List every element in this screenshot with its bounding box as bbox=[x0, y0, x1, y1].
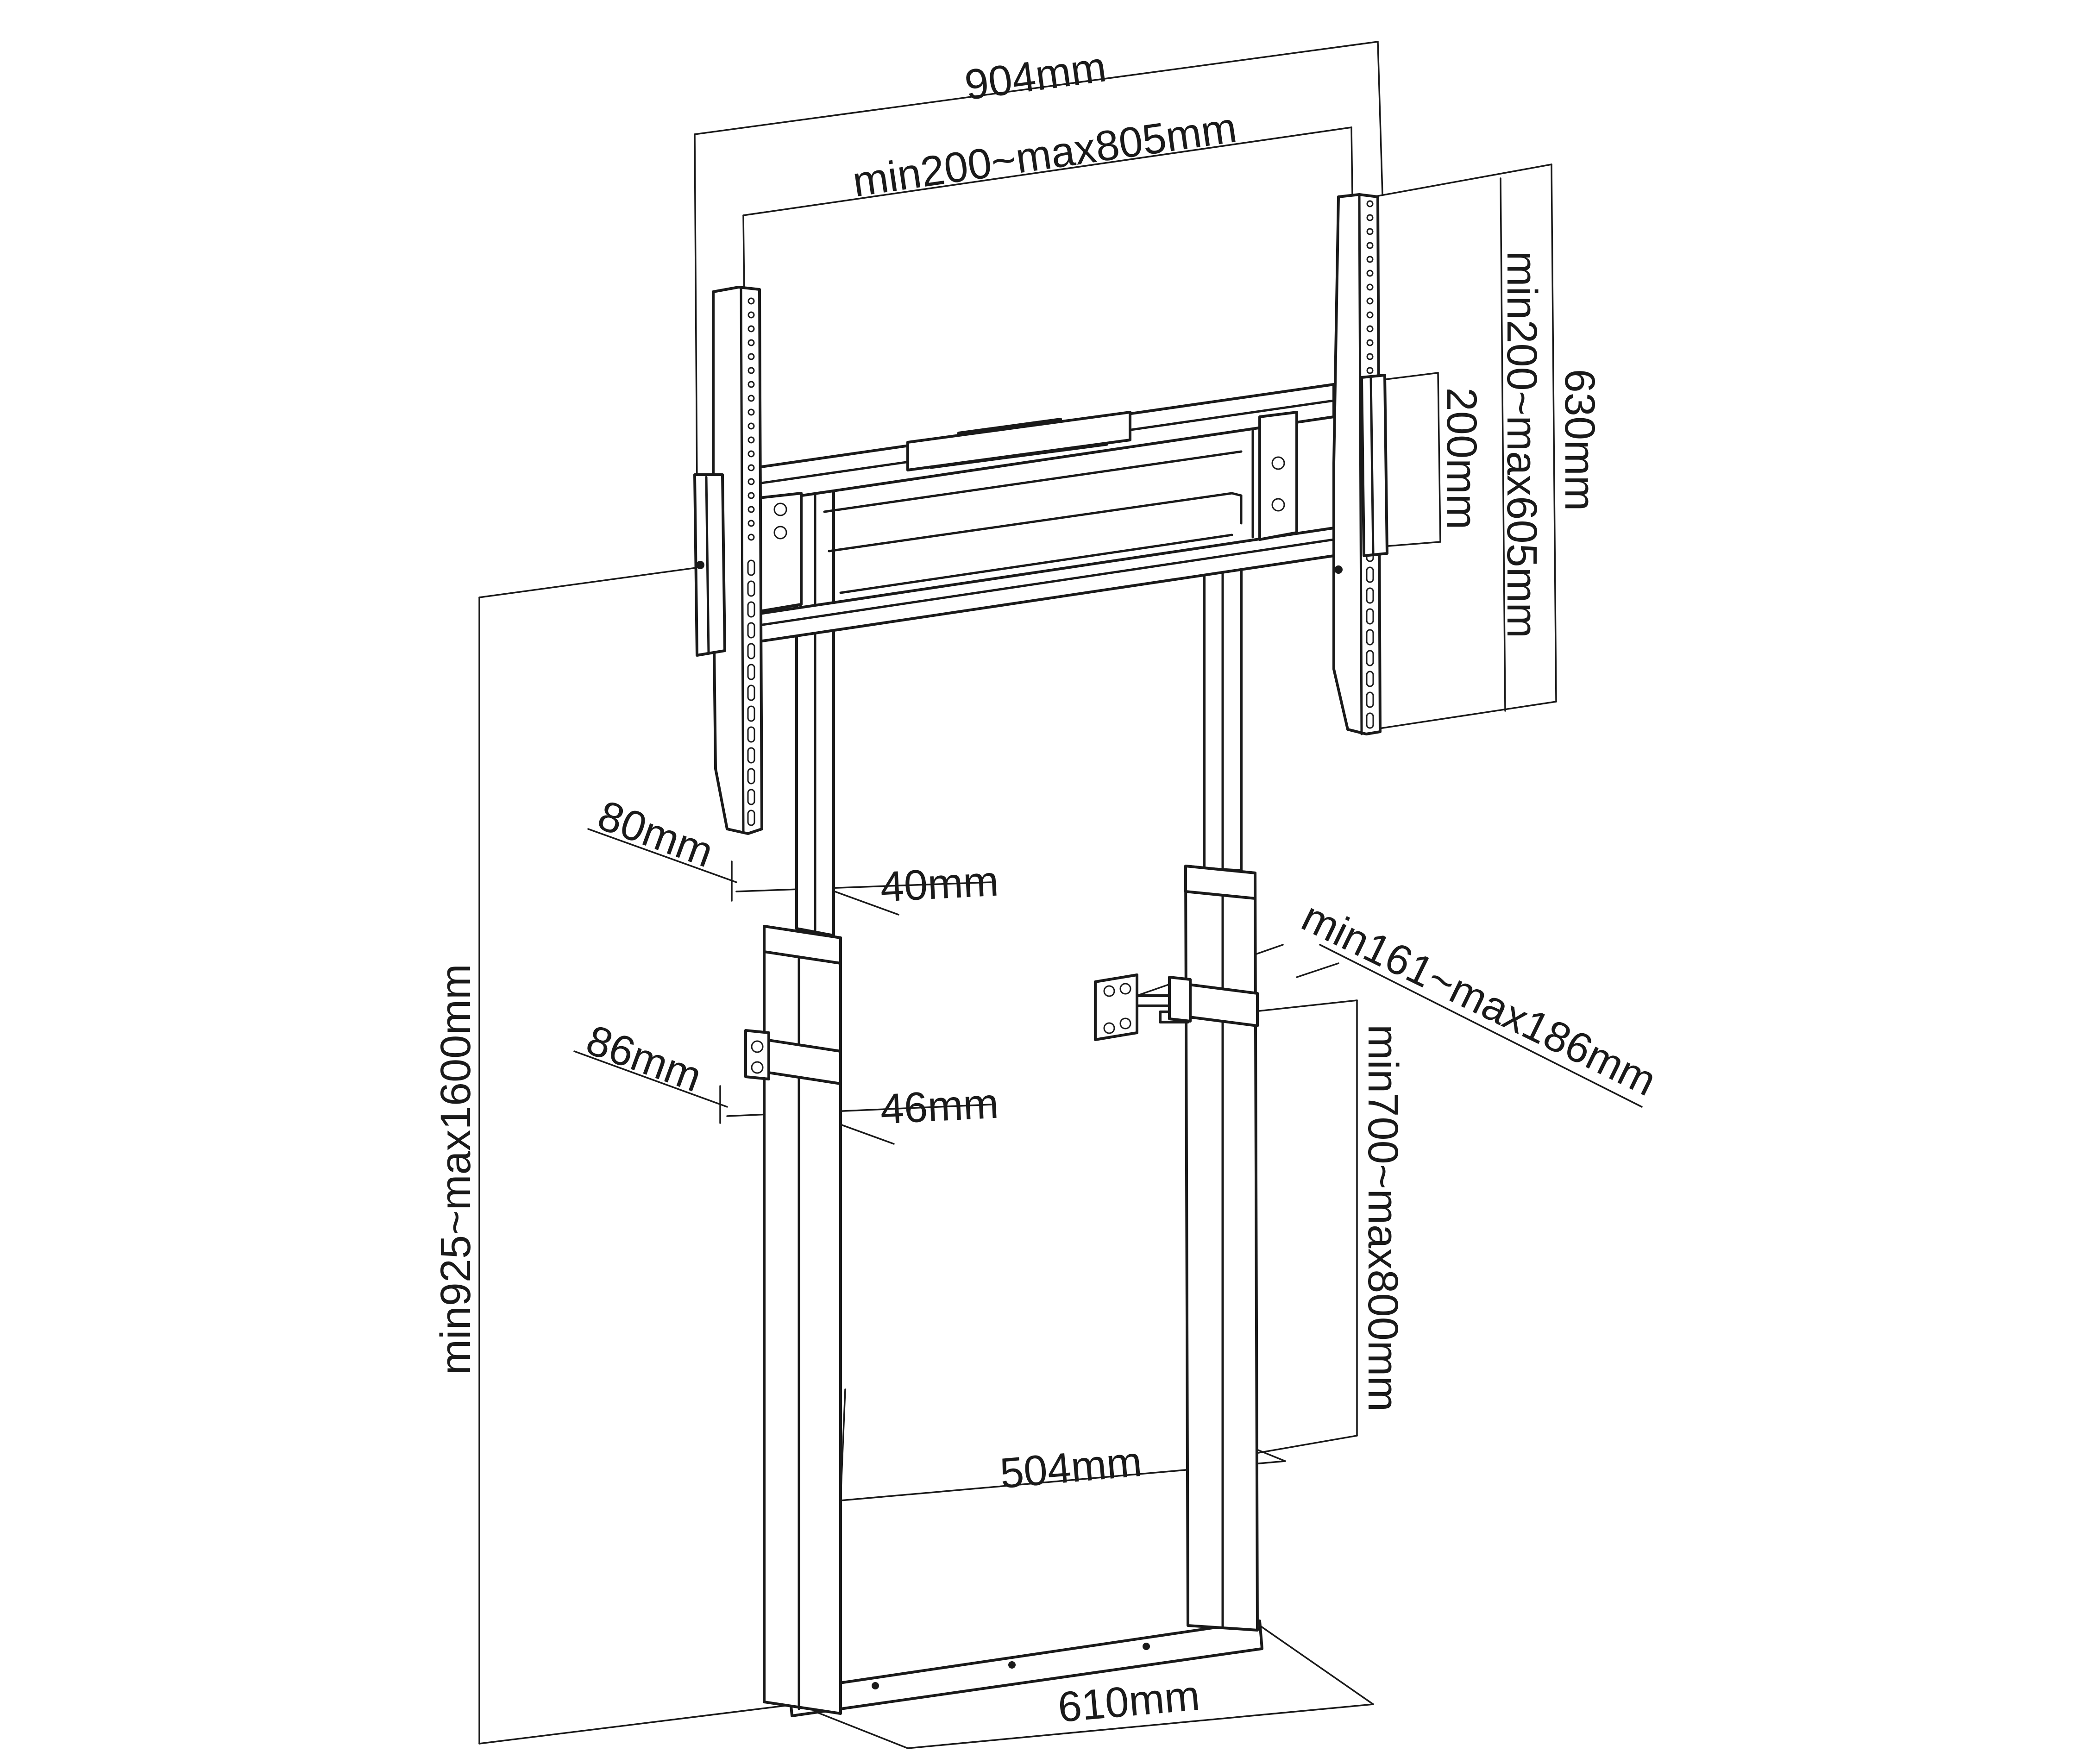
vesa-hole bbox=[1366, 200, 1374, 207]
vesa-hole bbox=[747, 381, 755, 388]
vesa-hole bbox=[1366, 325, 1374, 333]
vesa-slot bbox=[747, 747, 755, 764]
label-86mm: 86mm bbox=[580, 1016, 708, 1101]
bottom-crossbar bbox=[758, 527, 1335, 643]
vesa-slot bbox=[1366, 566, 1374, 583]
label-vesa-height: min200~max605mm bbox=[1498, 251, 1545, 638]
left-spacer-block bbox=[693, 473, 726, 657]
right-frame-plate bbox=[1258, 411, 1298, 541]
vesa-hole bbox=[747, 339, 755, 346]
vesa-slot bbox=[747, 559, 755, 576]
vesa-hole bbox=[1366, 339, 1374, 346]
right-vesa-arm bbox=[1332, 193, 1388, 735]
wall-bracket-plate bbox=[1094, 973, 1138, 1041]
vesa-hole bbox=[747, 311, 755, 319]
vesa-hole bbox=[747, 450, 755, 458]
label-bracket-height: min700~max800mm bbox=[1359, 1024, 1407, 1412]
vesa-slot bbox=[747, 705, 755, 722]
label-80mm: 80mm bbox=[592, 791, 719, 876]
vesa-slot bbox=[1366, 712, 1374, 729]
vesa-hole bbox=[1366, 283, 1374, 291]
right-collar bbox=[1184, 865, 1256, 900]
vesa-hole bbox=[1366, 367, 1374, 374]
vesa-hole bbox=[1366, 297, 1374, 305]
right-spacer-block bbox=[1360, 374, 1388, 557]
vesa-hole bbox=[747, 297, 755, 305]
tv-bracket-frame bbox=[754, 383, 1335, 643]
label-bracket-depth: min161~max186mm bbox=[1295, 893, 1664, 1105]
vesa-hole bbox=[747, 436, 755, 444]
vesa-hole bbox=[747, 534, 755, 541]
label-vesa-width: min200~max805mm bbox=[850, 104, 1240, 206]
left-collar bbox=[763, 925, 842, 965]
vesa-slot bbox=[747, 622, 755, 639]
floor-stand bbox=[744, 462, 1263, 1717]
vesa-slot bbox=[747, 580, 755, 597]
vesa-slot bbox=[1366, 629, 1374, 646]
dimension-labels: 904mm min200~max805mm 630mm min200~max60… bbox=[432, 43, 1664, 1731]
vesa-hole bbox=[747, 520, 755, 527]
vesa-slot bbox=[1366, 691, 1374, 708]
vesa-hole bbox=[1366, 270, 1374, 277]
vesa-slot bbox=[1366, 608, 1374, 625]
vesa-slot bbox=[747, 789, 755, 805]
vesa-hole bbox=[1366, 311, 1374, 319]
label-200mm: 200mm bbox=[1438, 388, 1485, 530]
vesa-hole bbox=[1366, 353, 1374, 360]
vesa-hole bbox=[747, 464, 755, 471]
label-40mm: 40mm bbox=[879, 857, 1000, 910]
vesa-hole bbox=[1366, 214, 1374, 221]
left-vesa-arm bbox=[693, 286, 763, 835]
vesa-hole bbox=[1366, 242, 1374, 249]
vesa-hole bbox=[747, 492, 755, 499]
vesa-hole bbox=[1366, 256, 1374, 263]
vesa-slot bbox=[747, 684, 755, 701]
label-overall-height: min925~max1600mm bbox=[432, 964, 479, 1375]
vesa-hole bbox=[747, 422, 755, 430]
vesa-slot bbox=[747, 810, 755, 826]
vesa-slot bbox=[1366, 650, 1374, 666]
label-46mm: 46mm bbox=[879, 1080, 1000, 1133]
vesa-slot bbox=[747, 643, 755, 659]
vesa-slot bbox=[747, 726, 755, 743]
vesa-slot bbox=[747, 664, 755, 680]
vesa-hole bbox=[747, 478, 755, 485]
vesa-hole bbox=[747, 367, 755, 374]
vesa-slot bbox=[747, 601, 755, 618]
vesa-slot bbox=[747, 768, 755, 785]
vesa-slot bbox=[1366, 587, 1374, 604]
vesa-slot bbox=[1366, 671, 1374, 687]
vesa-hole bbox=[1366, 228, 1374, 235]
vesa-hole bbox=[747, 506, 755, 513]
vesa-hole bbox=[747, 353, 755, 360]
vesa-hole bbox=[747, 325, 755, 333]
label-504mm: 504mm bbox=[998, 1438, 1144, 1497]
vesa-hole bbox=[747, 395, 755, 402]
vesa-hole bbox=[747, 408, 755, 416]
label-904mm: 904mm bbox=[962, 43, 1109, 109]
label-630mm: 630mm bbox=[1556, 369, 1603, 511]
